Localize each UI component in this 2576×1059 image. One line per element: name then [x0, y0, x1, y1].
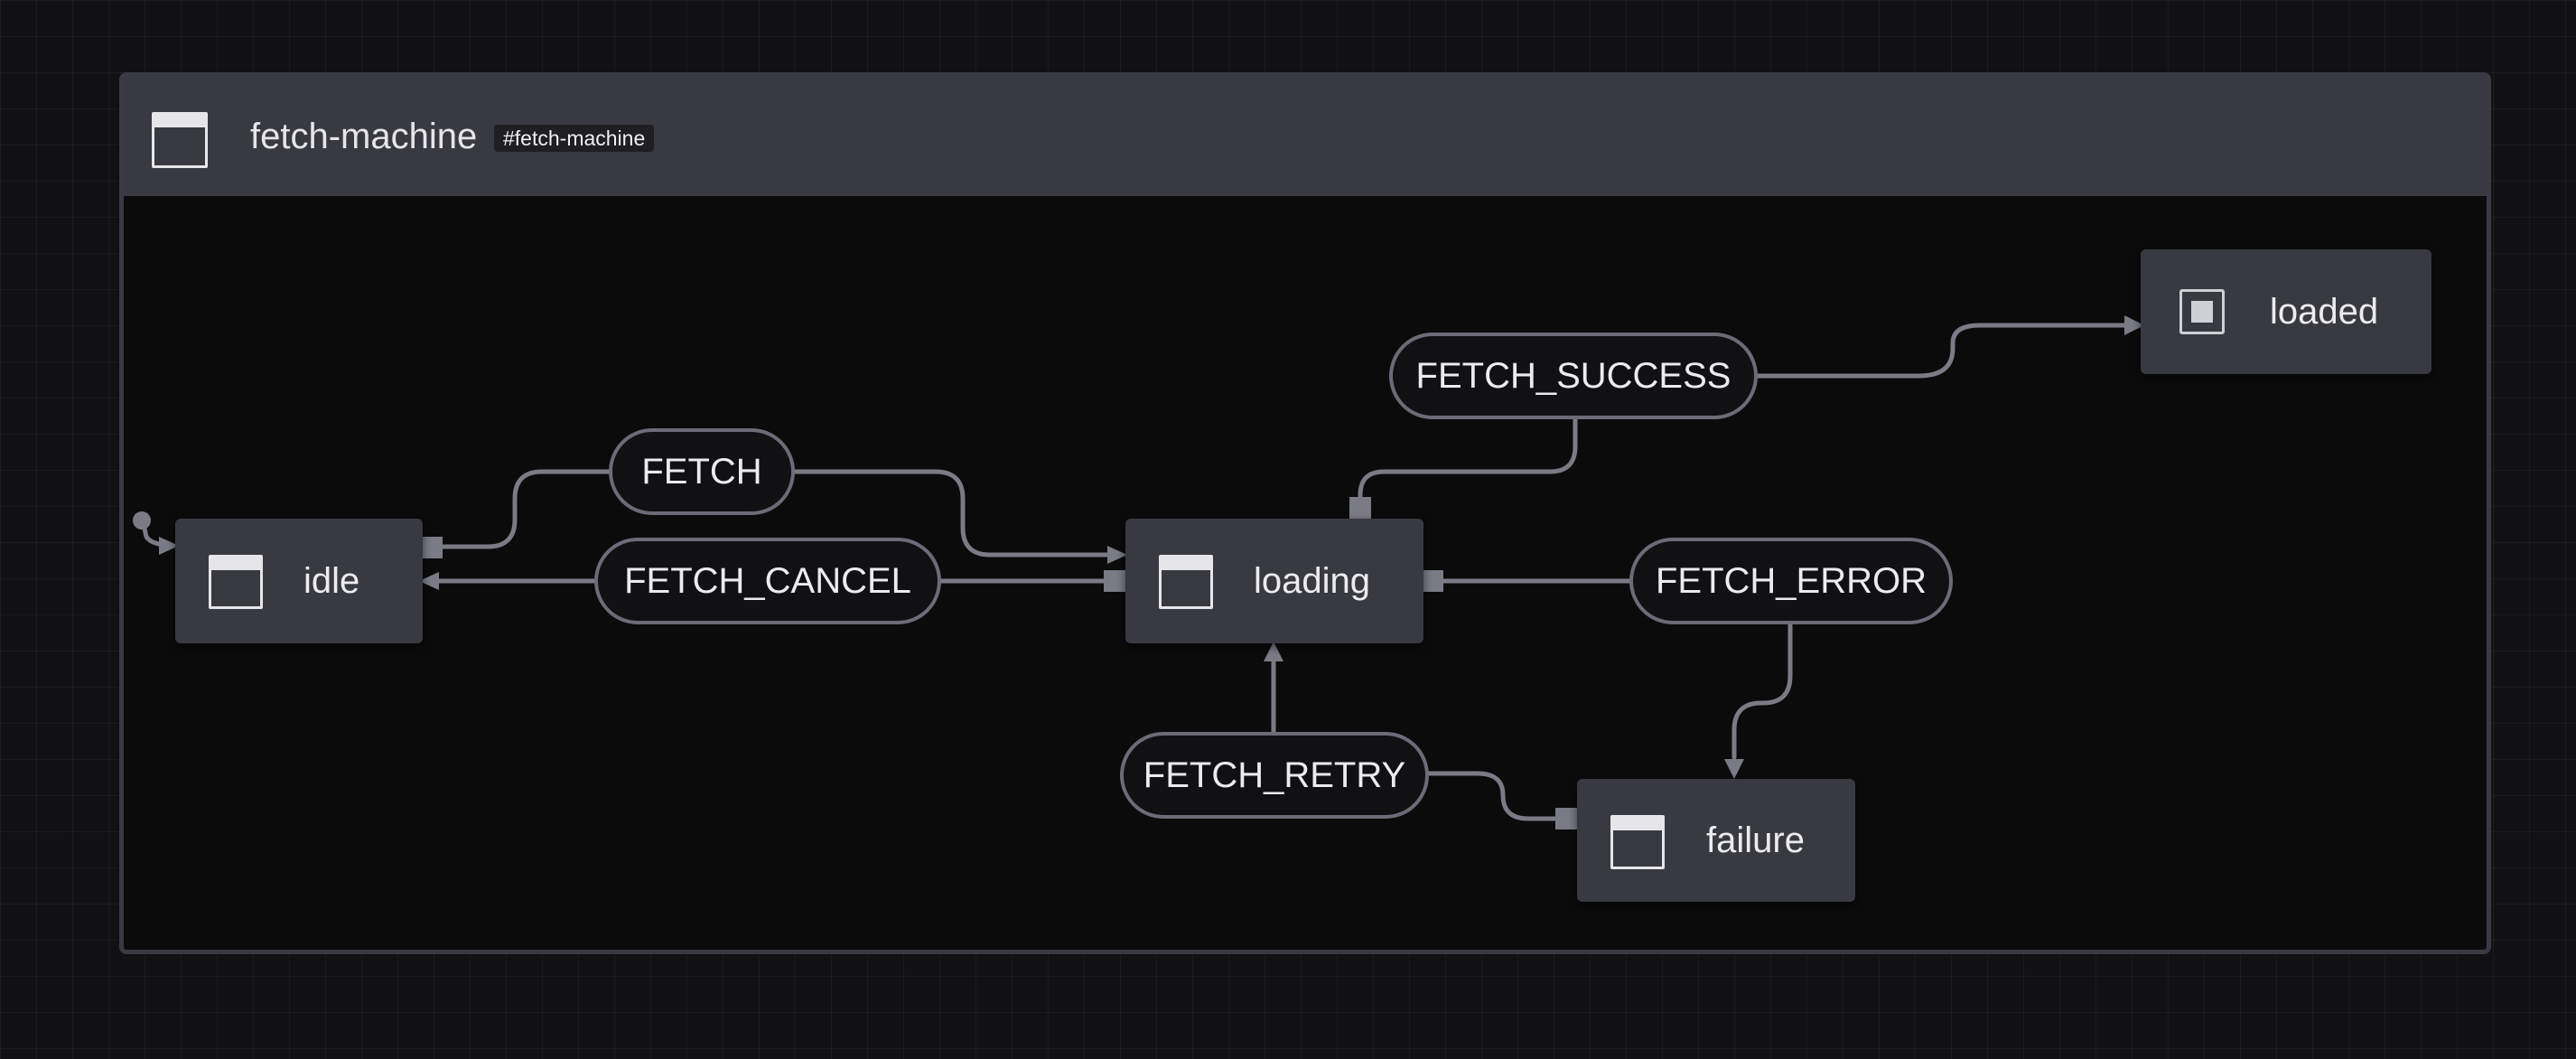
machine-title: fetch-machine [250, 117, 478, 156]
edge-fetch-success-to-loaded [1753, 323, 2127, 379]
window-icon [209, 555, 263, 609]
port-idle [421, 537, 443, 558]
edge-loading-to-fetch-success [1358, 415, 1578, 511]
state-label: loading [1254, 561, 1371, 601]
arrowhead-failure [1724, 759, 1744, 779]
event-fetch-retry[interactable]: FETCH_RETRY [1120, 732, 1429, 819]
port-failure [1555, 808, 1577, 829]
port-loading-right [1422, 570, 1443, 592]
window-icon [152, 112, 208, 168]
arrowhead-idle [159, 537, 179, 555]
arrowhead-loading-top [1107, 546, 1127, 564]
state-label: loaded [2270, 292, 2379, 332]
arrowhead-loaded [2124, 315, 2144, 335]
edge-fetch-error-to-failure [1731, 623, 1793, 760]
window-icon [1159, 555, 1213, 609]
initial-state-dot [133, 511, 151, 530]
arrowhead-idle-cancel [419, 572, 439, 590]
port-loading-top [1349, 497, 1371, 519]
state-idle[interactable]: idle [175, 519, 423, 643]
state-label: idle [303, 561, 360, 601]
final-state-icon [2179, 289, 2225, 334]
state-label: failure [1706, 820, 1805, 860]
machine-header[interactable]: fetch-machine #fetch-machine [124, 77, 2487, 196]
initial-transition-edge [140, 518, 171, 548]
port-loading-left [1104, 570, 1125, 592]
event-fetch-error[interactable]: FETCH_ERROR [1629, 538, 1953, 624]
event-fetch-success[interactable]: FETCH_SUCCESS [1389, 333, 1758, 419]
state-loaded[interactable]: loaded [2141, 249, 2431, 374]
arrowhead-loading-bottom [1264, 642, 1283, 661]
state-failure[interactable]: failure [1577, 779, 1855, 902]
event-fetch-cancel[interactable]: FETCH_CANCEL [594, 538, 941, 624]
state-loading[interactable]: loading [1125, 519, 1423, 643]
edge-failure-to-fetch-retry [1424, 771, 1562, 821]
event-fetch[interactable]: FETCH [609, 428, 795, 515]
machine-id-badge: #fetch-machine [494, 125, 655, 152]
edge-fetch-to-loading [790, 469, 1114, 558]
edge-idle-to-fetch [436, 469, 613, 549]
window-icon [1610, 815, 1665, 869]
